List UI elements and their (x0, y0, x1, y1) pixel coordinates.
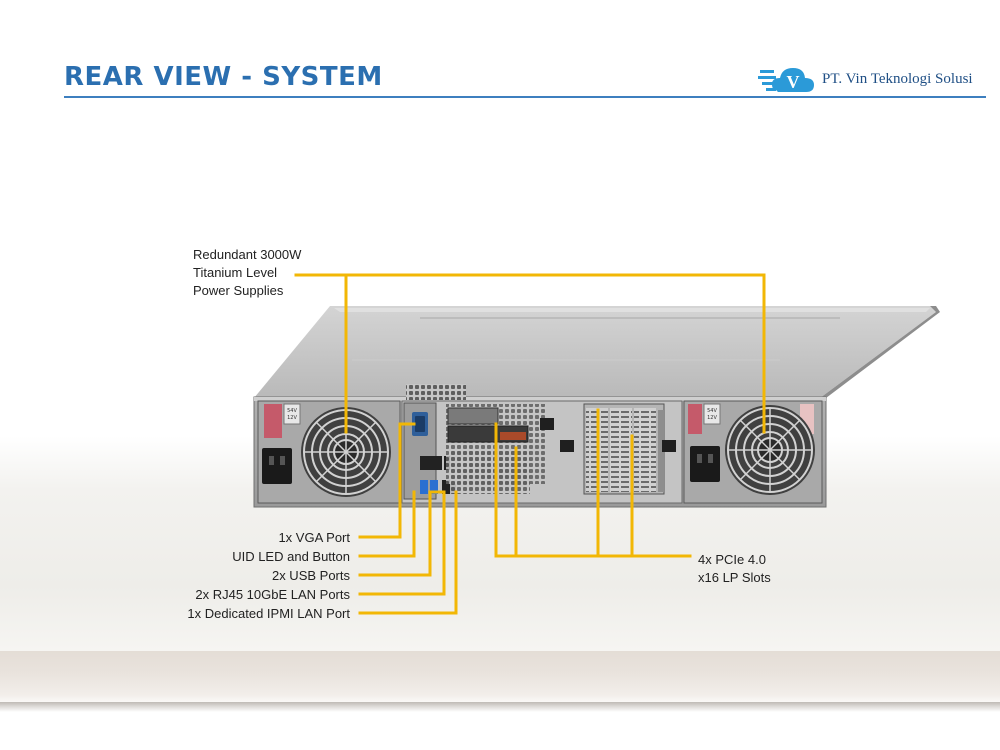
psu-handle-left (264, 404, 282, 438)
title-underline (64, 96, 986, 98)
usb-port-2-icon (430, 480, 438, 494)
ipmi-callout: 1x Dedicated IPMI LAN Port (187, 606, 350, 621)
svg-text:12V: 12V (287, 415, 297, 421)
rj45-port-1-icon (420, 456, 442, 470)
vga-callout: 1x VGA Port (278, 530, 350, 545)
table-shadow (0, 702, 1000, 712)
fan-grille-right-icon (725, 405, 815, 495)
psu-callout-line3: Power Supplies (193, 283, 284, 298)
usb-port-1-icon (420, 480, 428, 494)
company-name: PT. Vin Teknologi Solusi (822, 70, 973, 87)
usb-callout: 2x USB Ports (271, 568, 350, 583)
svg-text:54V: 54V (707, 408, 717, 414)
psu-callout-line2: Titanium Level (193, 265, 278, 280)
power-inlet-left (262, 448, 292, 484)
pcie-callout-line1: 4x PCIe 4.0 (698, 552, 766, 567)
pcie-callout-line2: x16 LP Slots (698, 570, 771, 585)
svg-text:54V: 54V (287, 408, 297, 414)
psu-handle-right (688, 404, 702, 434)
uid-callout: UID LED and Button (232, 549, 350, 564)
callout-lines (294, 273, 766, 615)
psu-callout-line1: Redundant 3000W (193, 247, 302, 262)
svg-text:12V: 12V (707, 415, 717, 421)
company-logo: V PT. Vin Teknologi Solusi (758, 62, 973, 96)
cloud-logo-icon: V (758, 68, 814, 92)
fan-grille-left-icon (301, 407, 391, 497)
power-inlet-right (690, 446, 720, 482)
chassis-top (254, 306, 940, 398)
page-title: REAR VIEW - SYSTEM (64, 62, 383, 92)
lan-callout: 2x RJ45 10GbE LAN Ports (195, 587, 350, 602)
io-panel (401, 384, 683, 504)
logo-letter: V (787, 72, 800, 92)
table-front-edge (0, 651, 1000, 706)
power-supply-right: 54V 12V (683, 400, 823, 504)
power-supply-left: 54V 12V (257, 400, 401, 504)
